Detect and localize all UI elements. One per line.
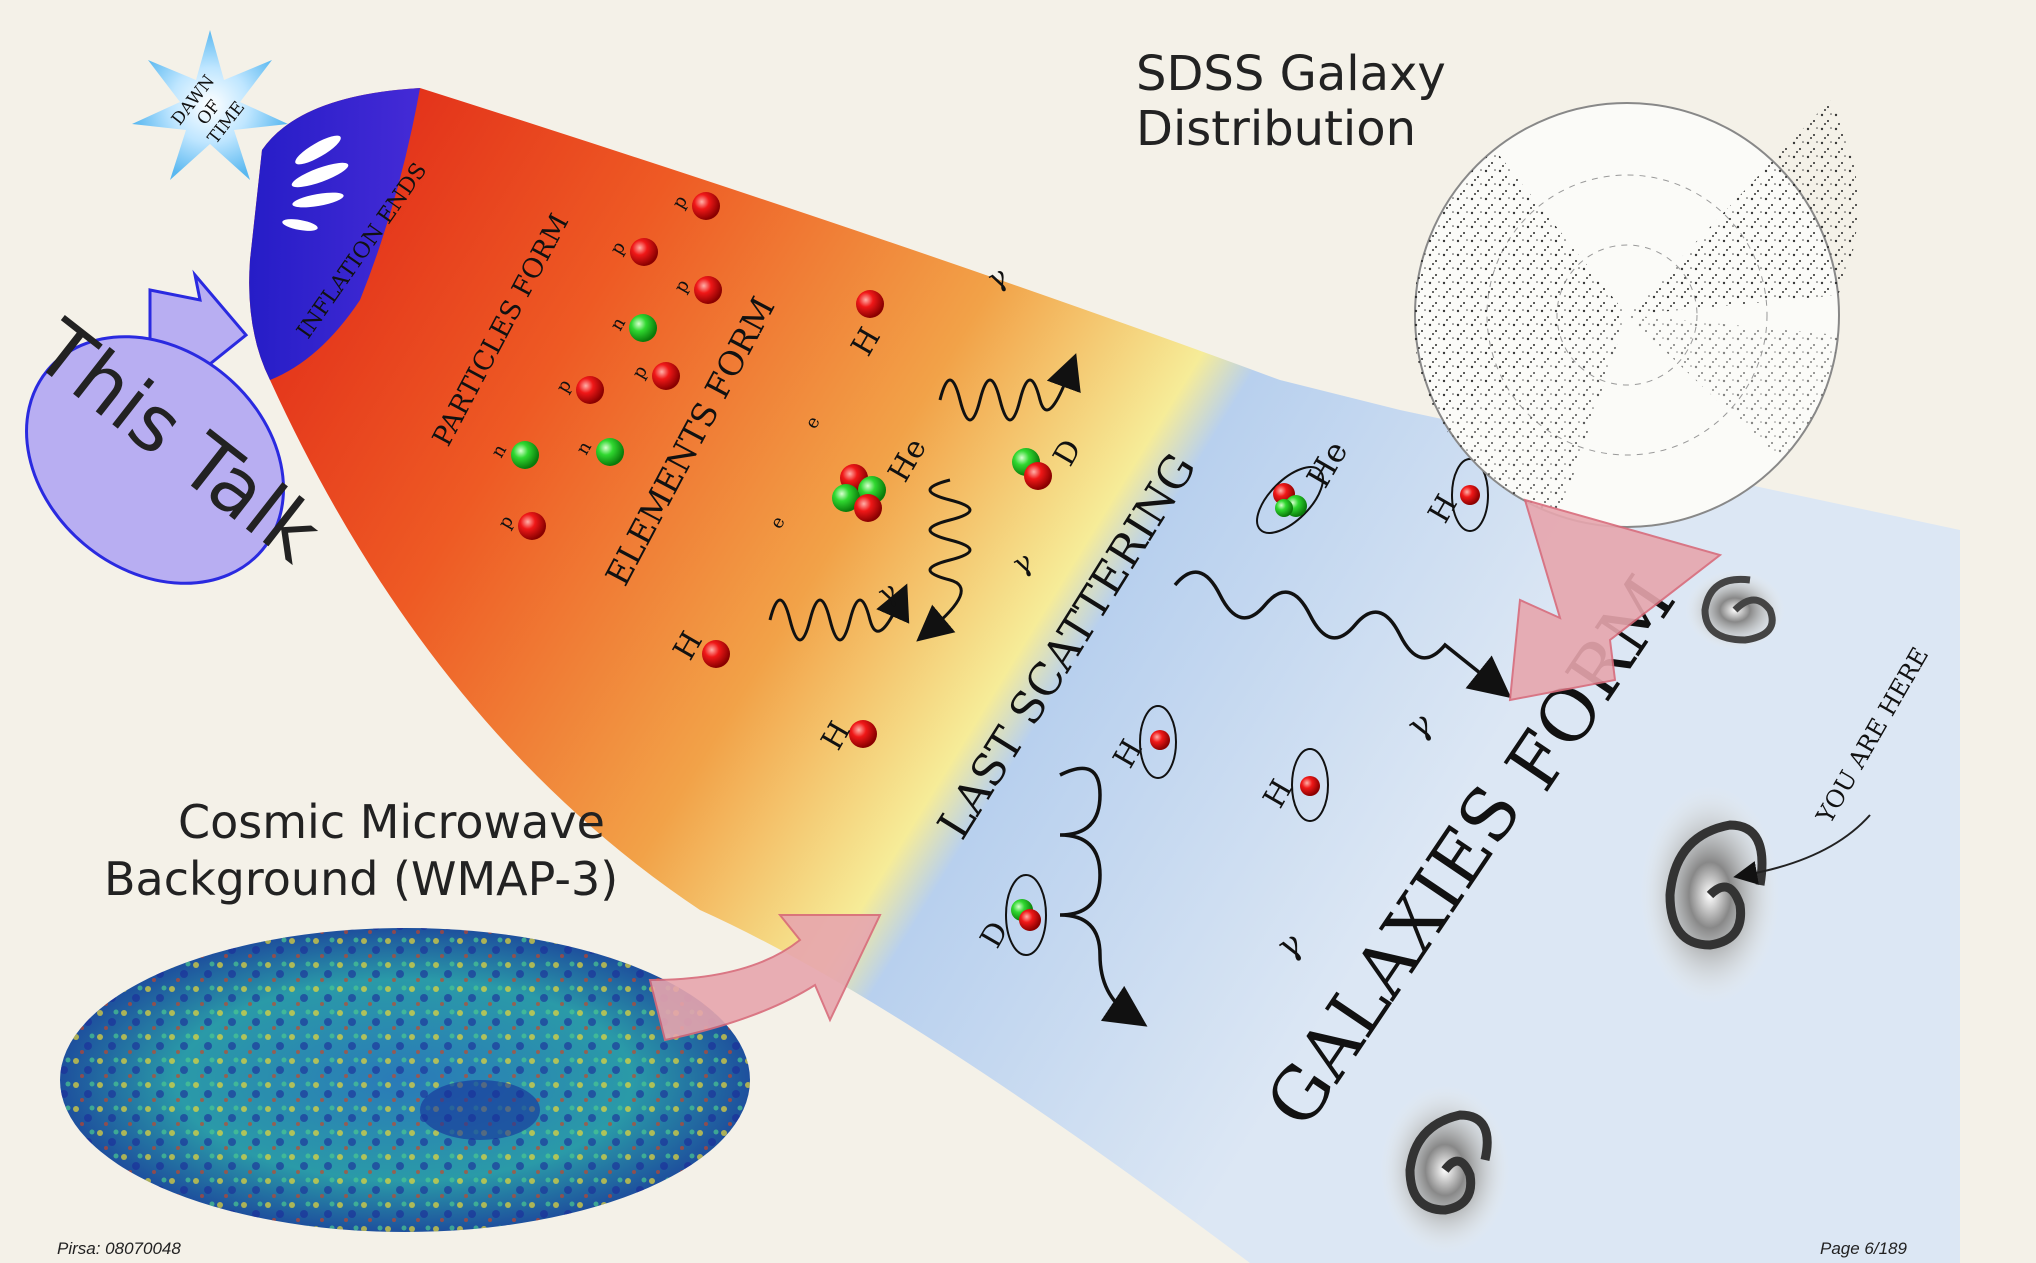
sdss-galaxy-map [1413,100,1858,528]
cmb-photons [1059,570,1512,1027]
galaxy-icon [1640,785,1780,1005]
inflation-streaks [282,135,349,231]
inflation-band [249,88,420,380]
cmb-arrow [648,914,882,1042]
cmb-title: Cosmic Microwave Background (WMAP-3) [104,795,620,906]
footer-source: Pirsa: 08070048 [57,1239,181,1258]
early-photons [768,353,1081,642]
you-are-here-arrow [1733,814,1871,885]
cmb-map [60,928,750,1232]
early-particles: p p p n p p n n p [487,192,722,540]
footer-page: Page 6/189 [1820,1239,1907,1258]
sdss-title: SDSS Galaxy Distribution [1136,46,1461,157]
sdss-arrow [1508,498,1723,702]
galaxy-icon [1685,570,1785,650]
galaxy-icon [1380,1085,1510,1255]
